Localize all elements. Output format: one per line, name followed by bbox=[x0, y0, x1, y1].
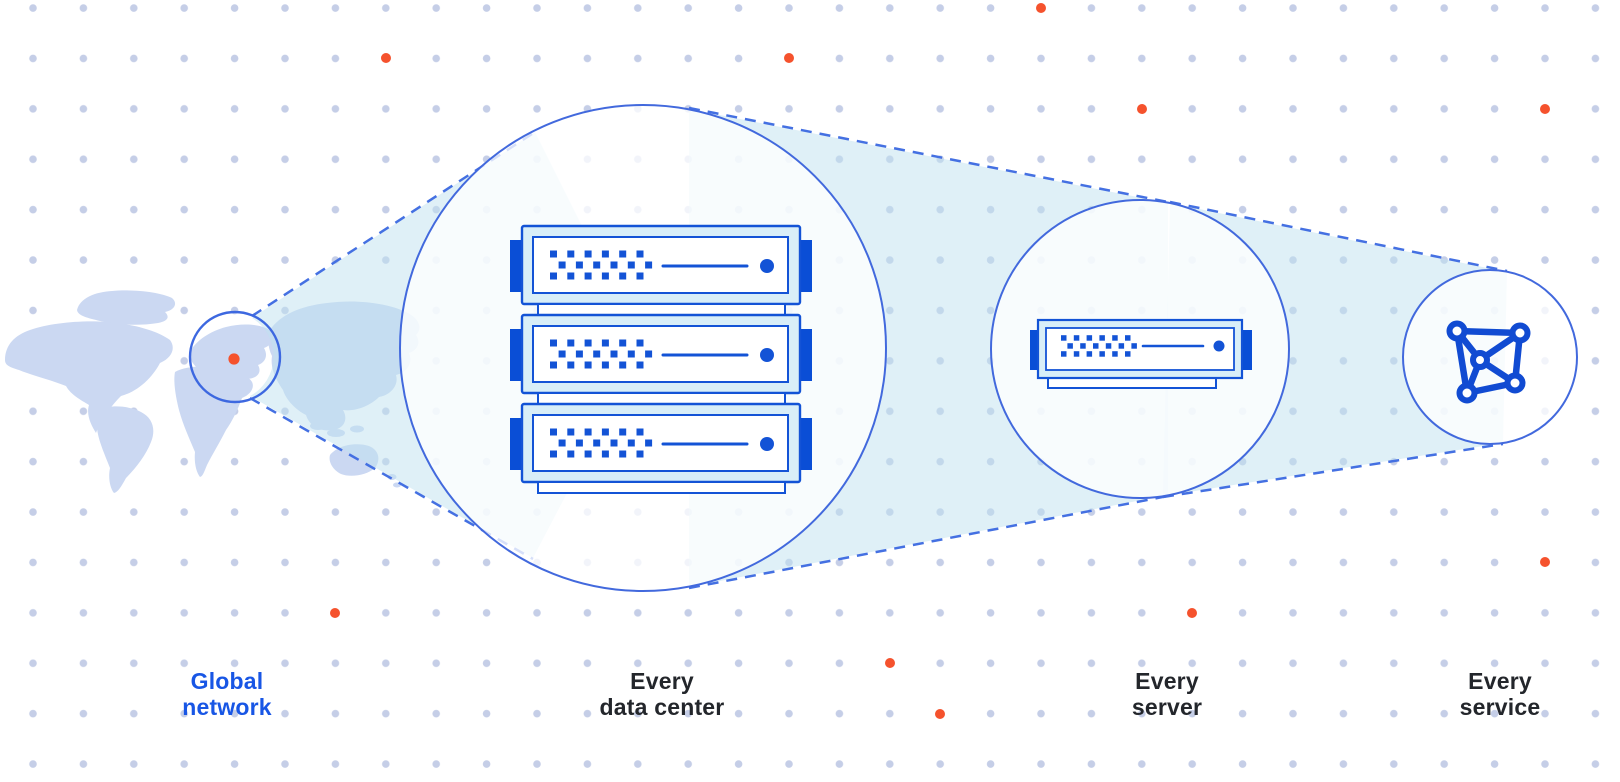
accent-dot bbox=[1036, 3, 1046, 13]
continent-africa bbox=[174, 366, 253, 477]
accent-dot bbox=[885, 658, 895, 668]
service-circle bbox=[1402, 269, 1578, 445]
label-line: data center bbox=[599, 694, 725, 720]
continent-north-america bbox=[5, 321, 173, 433]
label-line: Global bbox=[190, 668, 264, 694]
continent-greenland bbox=[77, 290, 176, 325]
data-center-circle bbox=[399, 104, 887, 592]
network-mesh-icon bbox=[1446, 320, 1531, 404]
label-line: Every bbox=[1468, 668, 1532, 694]
server-unit-icon bbox=[1030, 318, 1252, 389]
map-location-marker-icon bbox=[228, 353, 240, 365]
accent-dot bbox=[1187, 608, 1197, 618]
map-region-highlight bbox=[188, 310, 282, 404]
server-circle bbox=[990, 199, 1290, 499]
accent-dot bbox=[1540, 104, 1550, 114]
label-line: server bbox=[1131, 694, 1203, 720]
accent-dot bbox=[784, 53, 794, 63]
accent-dots bbox=[330, 3, 1550, 719]
continent-south-america bbox=[96, 406, 154, 493]
label-line: service bbox=[1459, 694, 1541, 720]
server-rack-icon bbox=[508, 224, 814, 494]
accent-dot bbox=[935, 709, 945, 719]
label-line: network bbox=[182, 694, 272, 720]
label-global-network: Global network bbox=[182, 668, 272, 720]
label-line: Every bbox=[1135, 668, 1199, 694]
label-line: Every bbox=[630, 668, 694, 694]
accent-dot bbox=[330, 608, 340, 618]
accent-dot bbox=[1540, 557, 1550, 567]
label-every-data-center: Every data center bbox=[600, 668, 725, 720]
accent-dot bbox=[1137, 104, 1147, 114]
accent-dot bbox=[381, 53, 391, 63]
label-every-server: Every server bbox=[1132, 668, 1202, 720]
label-every-service: Every service bbox=[1460, 668, 1541, 720]
